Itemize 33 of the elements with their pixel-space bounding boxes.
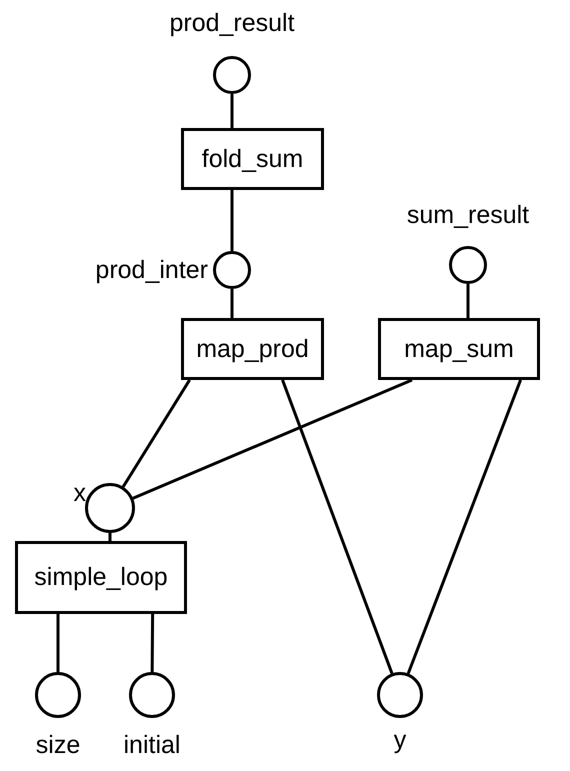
circle-node [449, 246, 487, 284]
connector-line [230, 190, 234, 251]
circle-node [377, 672, 423, 718]
connector-line [230, 289, 234, 318]
node-label: prod_inter [95, 255, 208, 285]
node-label: prod_result [169, 8, 295, 38]
connector-line [56, 614, 60, 672]
connector-line [150, 614, 154, 672]
node-label: initial [124, 730, 180, 760]
connector-line [230, 94, 234, 128]
circle-node [85, 483, 135, 533]
connector-line [281, 379, 394, 674]
process-box [181, 128, 324, 190]
circle-node [213, 251, 251, 289]
node-label: size [36, 730, 80, 760]
node-label: y [394, 725, 406, 755]
connector-line [132, 378, 413, 500]
node-label: simple_loop [34, 563, 168, 592]
process-box [378, 318, 540, 380]
node-label: x [74, 478, 86, 508]
connector-line [466, 284, 470, 318]
connector-line [406, 379, 522, 674]
circle-node [129, 672, 175, 718]
node-label: fold_sum [202, 144, 304, 174]
node-label: map_prod [196, 334, 309, 364]
process-box [15, 541, 187, 614]
circle-node [213, 56, 251, 94]
circle-node [35, 672, 81, 718]
process-box [181, 318, 324, 380]
node-label: sum_result [406, 200, 530, 230]
connector-line [122, 379, 191, 488]
node-label: map_sum [404, 334, 514, 364]
connector-line [108, 533, 112, 541]
